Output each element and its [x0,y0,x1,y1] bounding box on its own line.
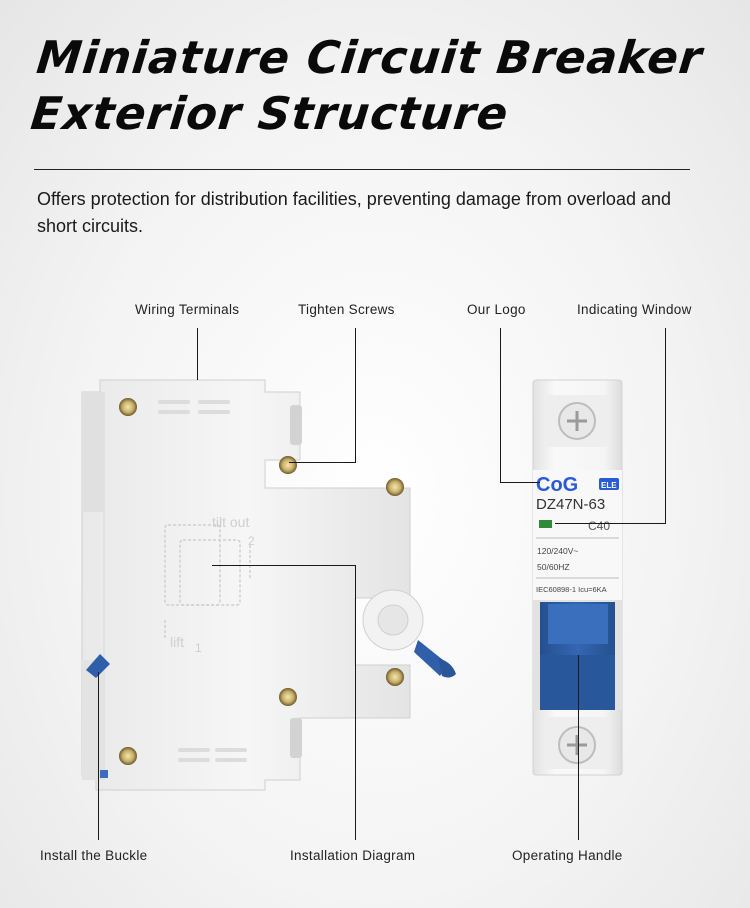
rivet-icon [119,747,137,765]
callout-line-buckle [98,672,99,840]
frequency-text: 50/60HZ [537,562,570,572]
rivet-icon [279,688,297,706]
label-operating-handle: Operating Handle [512,848,623,863]
callout-line-diagram-h [212,565,355,566]
side-view: tilt out 2 lift 1 [81,379,456,791]
label-indicating-window: Indicating Window [577,302,692,317]
screw-icon [279,456,297,474]
callout-line-screws-h [289,462,355,463]
voltage-text: 120/240V~ [537,546,578,556]
label-install-buckle: Install the Buckle [40,848,148,863]
rating-text: C40 [588,519,610,533]
callout-line-window-v [665,328,666,524]
subtitle: Offers protection for distribution facil… [37,189,671,236]
buckle-icon [86,654,110,678]
callout-line-diagram-v [355,565,356,840]
lift-text: lift [170,634,184,650]
callout-line-logo-v [500,328,501,483]
rivet-icon [386,668,404,686]
label-our-logo: Our Logo [467,302,526,317]
callout-line-window-h [555,523,665,524]
callout-line-logo-h [500,482,540,483]
lift-number: 1 [195,641,202,655]
rivet-icon [119,398,137,416]
callout-line-handle [578,655,579,840]
title-divider [34,169,690,170]
label-tighten-screws: Tighten Screws [298,302,395,317]
standard-text: IEC60898-1 Icu=6KA [536,585,607,594]
brand-badge: ELE [601,481,617,490]
front-view: CoG ELE DZ47N-63 C40 120/240V~ 50/60HZ I… [532,379,623,776]
model-number: DZ47N-63 [536,496,605,513]
label-installation-diagram: Installation Diagram [290,848,416,863]
tilt-out-text: tilt out [212,514,249,530]
brand-logo: CoG [536,474,578,496]
callout-line-screws-v [355,328,356,463]
callout-line-wiring [197,328,198,380]
rivet-icon [386,478,404,496]
label-wiring-terminals: Wiring Terminals [135,302,240,317]
indicator-window [539,520,552,528]
tilt-out-number: 2 [248,534,255,548]
